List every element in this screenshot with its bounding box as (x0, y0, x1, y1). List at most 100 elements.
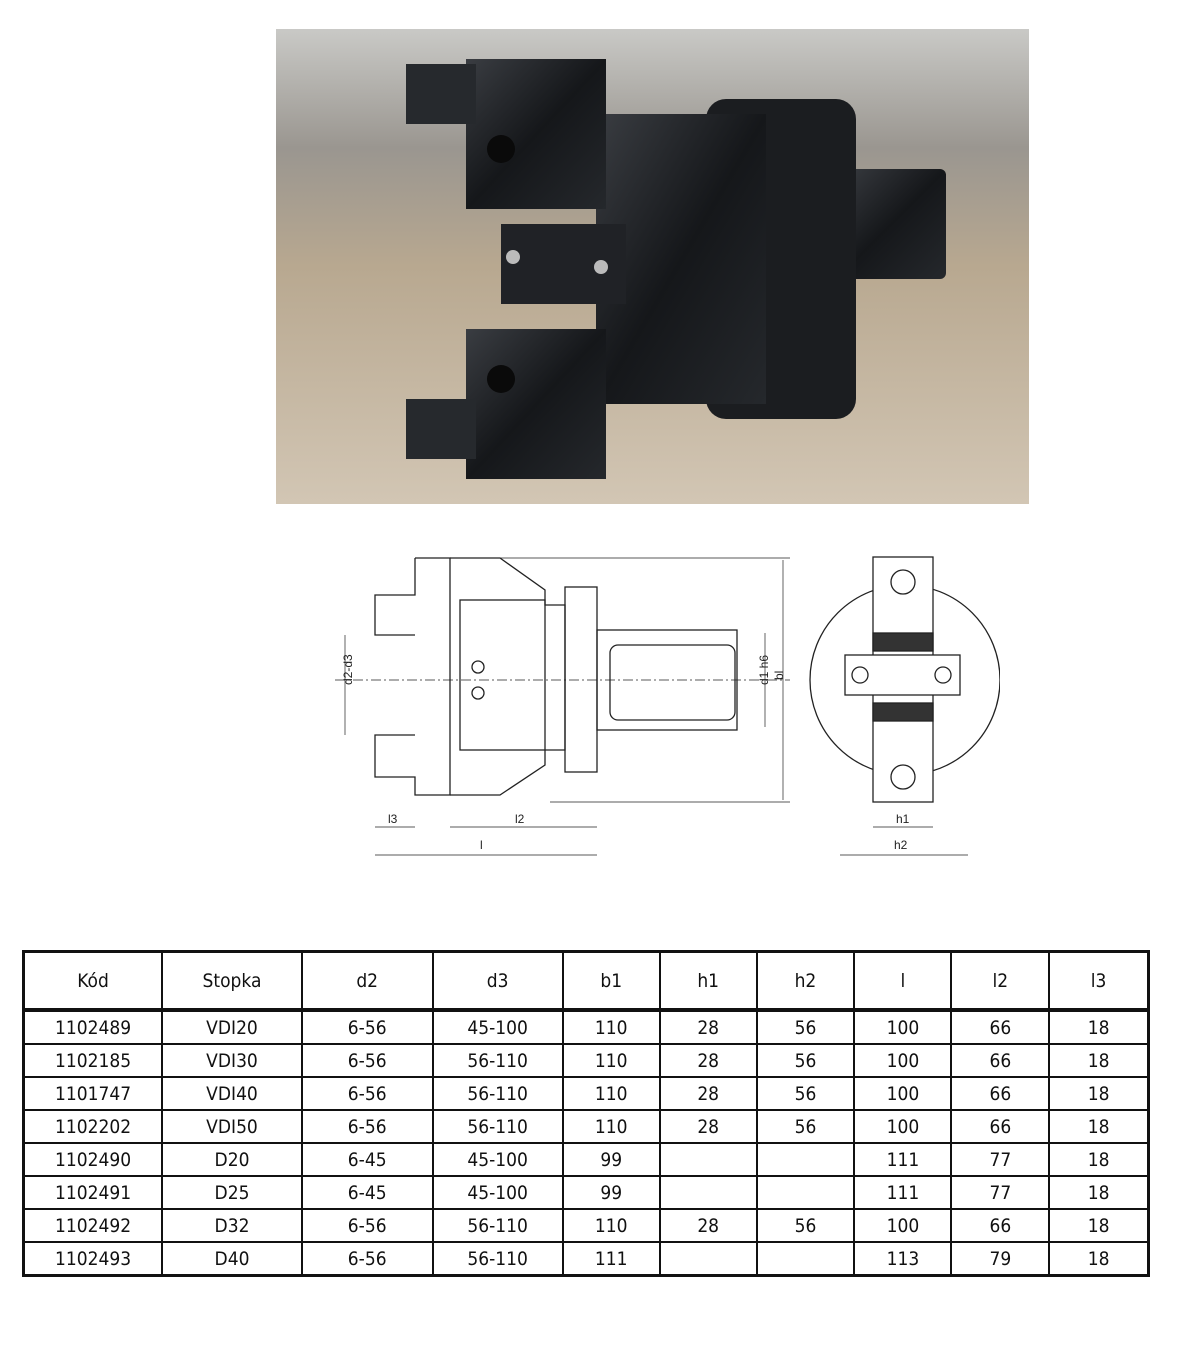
table-cell: 6-56 (300, 1208, 434, 1243)
table-cell: 1101747 (22, 1076, 164, 1111)
table-cell: 6-56 (300, 1241, 434, 1277)
table-cell: 56-110 (431, 1208, 564, 1243)
table-cell (658, 1175, 758, 1210)
table-cell: 111 (853, 1175, 953, 1210)
table-cell: 6-45 (300, 1175, 434, 1210)
table-cell: 28 (658, 1043, 758, 1078)
table-cell: D25 (161, 1175, 303, 1210)
label-l3: l3 (388, 812, 398, 826)
table-cell: 77 (950, 1175, 1051, 1210)
column-header: d2 (300, 950, 434, 1011)
table-cell: 18 (1048, 1109, 1150, 1144)
column-header: h2 (755, 950, 856, 1011)
table-cell: 1102202 (22, 1109, 164, 1144)
column-header: l3 (1048, 950, 1150, 1011)
table-cell: 1102491 (22, 1175, 164, 1210)
table-cell: 28 (658, 1009, 758, 1045)
table-cell: 110 (561, 1009, 661, 1045)
table-cell: 113 (853, 1241, 953, 1277)
table-cell: 6-56 (300, 1009, 434, 1045)
table-cell: D40 (161, 1241, 303, 1277)
column-header: Kód (22, 950, 164, 1011)
label-l: l (480, 838, 483, 852)
table-cell: 56 (755, 1043, 856, 1078)
table-cell: 6-45 (300, 1142, 434, 1177)
table-cell: 18 (1048, 1241, 1150, 1277)
table-cell: 18 (1048, 1208, 1150, 1243)
table-cell: 1102185 (22, 1043, 164, 1078)
label-d1: d1 h6 (757, 655, 771, 685)
table-cell: 28 (658, 1109, 758, 1144)
table-cell: 45-100 (431, 1009, 564, 1045)
table-cell (755, 1175, 856, 1210)
table-cell: 6-56 (300, 1109, 434, 1144)
table-cell: VDI20 (161, 1009, 303, 1045)
label-b1: bl (772, 671, 786, 680)
table-cell: 56-110 (431, 1076, 564, 1111)
table-cell: 56-110 (431, 1043, 564, 1078)
column-header: h1 (658, 950, 758, 1011)
table-cell: 66 (950, 1208, 1051, 1243)
table-cell: 28 (658, 1208, 758, 1243)
table-cell: 110 (561, 1109, 661, 1144)
table-cell: 18 (1048, 1175, 1150, 1210)
table-cell: 6-56 (300, 1043, 434, 1078)
table-cell: 100 (853, 1109, 953, 1144)
table-cell: 1102489 (22, 1009, 164, 1045)
table-cell: 111 (561, 1241, 661, 1277)
table-cell: 77 (950, 1142, 1051, 1177)
table-cell: 110 (561, 1208, 661, 1243)
label-l2: l2 (515, 812, 525, 826)
column-header: b1 (561, 950, 661, 1011)
table-cell: 99 (561, 1175, 661, 1210)
table-cell (755, 1142, 856, 1177)
table-cell: 100 (853, 1076, 953, 1111)
table-cell: 99 (561, 1142, 661, 1177)
table-cell: 56-110 (431, 1109, 564, 1144)
table-cell: 28 (658, 1076, 758, 1111)
column-header: l2 (950, 950, 1051, 1011)
table-cell: 1102490 (22, 1142, 164, 1177)
table-cell: 56 (755, 1009, 856, 1045)
table-cell: 18 (1048, 1076, 1150, 1111)
technical-drawing: d2-d3 d1 h6 bl l3 l2 l h1 h2 (320, 545, 1001, 865)
table-cell: 66 (950, 1043, 1051, 1078)
table-cell: 66 (950, 1109, 1051, 1144)
table-cell: 18 (1048, 1043, 1150, 1078)
table-cell: 18 (1048, 1142, 1150, 1177)
label-h2: h2 (894, 838, 908, 852)
table-cell: 100 (853, 1208, 953, 1243)
table-cell: 79 (950, 1241, 1051, 1277)
column-header: Stopka (161, 950, 303, 1011)
table-cell: 56 (755, 1208, 856, 1243)
table-cell: 110 (561, 1043, 661, 1078)
table-cell: 56 (755, 1109, 856, 1144)
table-cell: VDI50 (161, 1109, 303, 1144)
table-cell: D32 (161, 1208, 303, 1243)
table-cell: 111 (853, 1142, 953, 1177)
table-cell: 56-110 (431, 1241, 564, 1277)
table-cell: 110 (561, 1076, 661, 1111)
table-cell (755, 1241, 856, 1277)
table-cell: 45-100 (431, 1175, 564, 1210)
label-d2-d3: d2-d3 (341, 654, 355, 685)
table-cell: 100 (853, 1043, 953, 1078)
table-cell: VDI40 (161, 1076, 303, 1111)
label-h1: h1 (896, 812, 910, 826)
column-header: d3 (431, 950, 564, 1011)
table-cell: 66 (950, 1076, 1051, 1111)
table-cell: VDI30 (161, 1043, 303, 1078)
table-cell: 100 (853, 1009, 953, 1045)
table-cell: D20 (161, 1142, 303, 1177)
table-cell: 1102492 (22, 1208, 164, 1243)
product-photo (276, 29, 1029, 504)
table-cell: 45-100 (431, 1142, 564, 1177)
